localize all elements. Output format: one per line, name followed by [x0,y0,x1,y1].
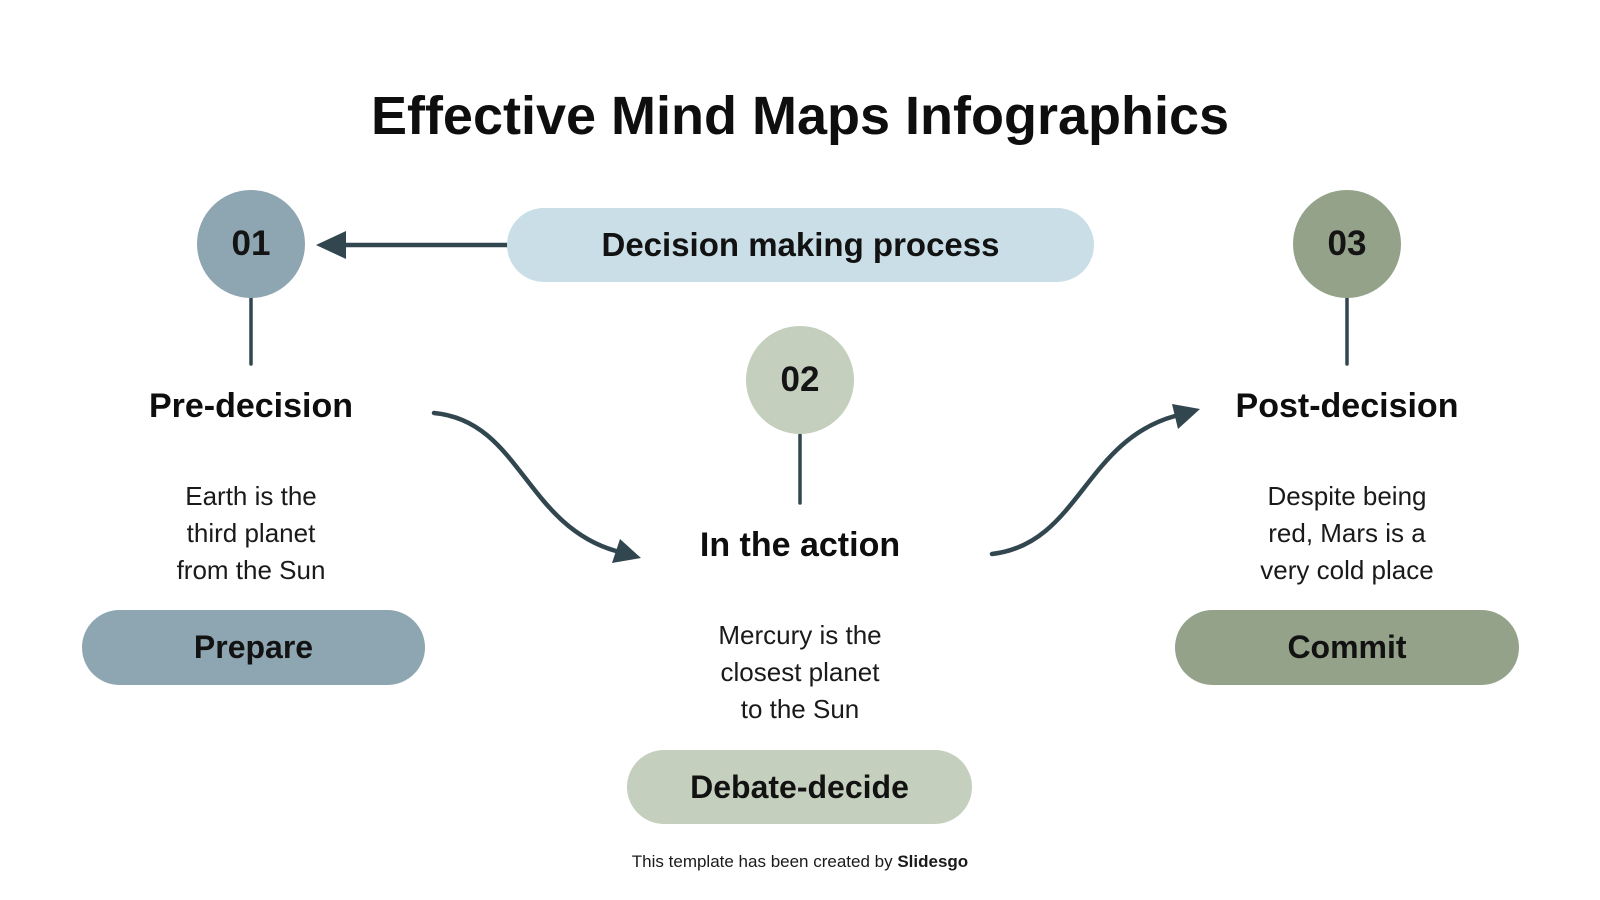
page-title: Effective Mind Maps Infographics [370,86,1230,146]
description-line: third planet [186,518,316,548]
arrowhead-to-step-01 [316,231,346,259]
template-credit: This template has been created by Slides… [0,850,1600,874]
curve-arrow-step2-to-step3 [989,413,1178,557]
step-description-pre-decision: Earth is the third planet from the Sun [101,478,401,589]
debate-decide-pill: Debate-decide [627,750,972,824]
brand-name: Slidesgo [897,852,969,871]
description-line: to the Sun [740,694,860,724]
step-heading-post-decision: Post-decision [1235,387,1459,425]
step-heading-pre-decision: Pre-decision [148,387,354,425]
decision-process-pill: Decision making process [507,208,1094,282]
description-line: very cold place [1260,555,1434,585]
curve-arrow-step1-to-step2 [431,410,619,554]
description-line: closest planet [720,657,880,687]
step-number-01: 01 [231,224,271,263]
description-line: Despite being [1267,481,1427,511]
step-number-03: 03 [1327,224,1367,263]
step-circle-01: 01 [197,190,305,298]
commit-pill: Commit [1175,610,1519,685]
step-circle-02: 02 [746,326,854,434]
prepare-pill: Prepare [82,610,425,685]
description-line: Earth is the [185,481,317,511]
step-description-post-decision: Despite being red, Mars is a very cold p… [1197,478,1497,589]
description-line: from the Sun [176,555,326,585]
step-number-02: 02 [780,360,820,399]
description-line: red, Mars is a [1268,518,1426,548]
step-heading-in-the-action: In the action [699,526,901,564]
step-description-in-the-action: Mercury is the closest planet to the Sun [650,617,950,728]
step-circle-03: 03 [1293,190,1401,298]
description-line: Mercury is the [718,620,882,650]
credit-text: This template has been created by [631,852,898,871]
